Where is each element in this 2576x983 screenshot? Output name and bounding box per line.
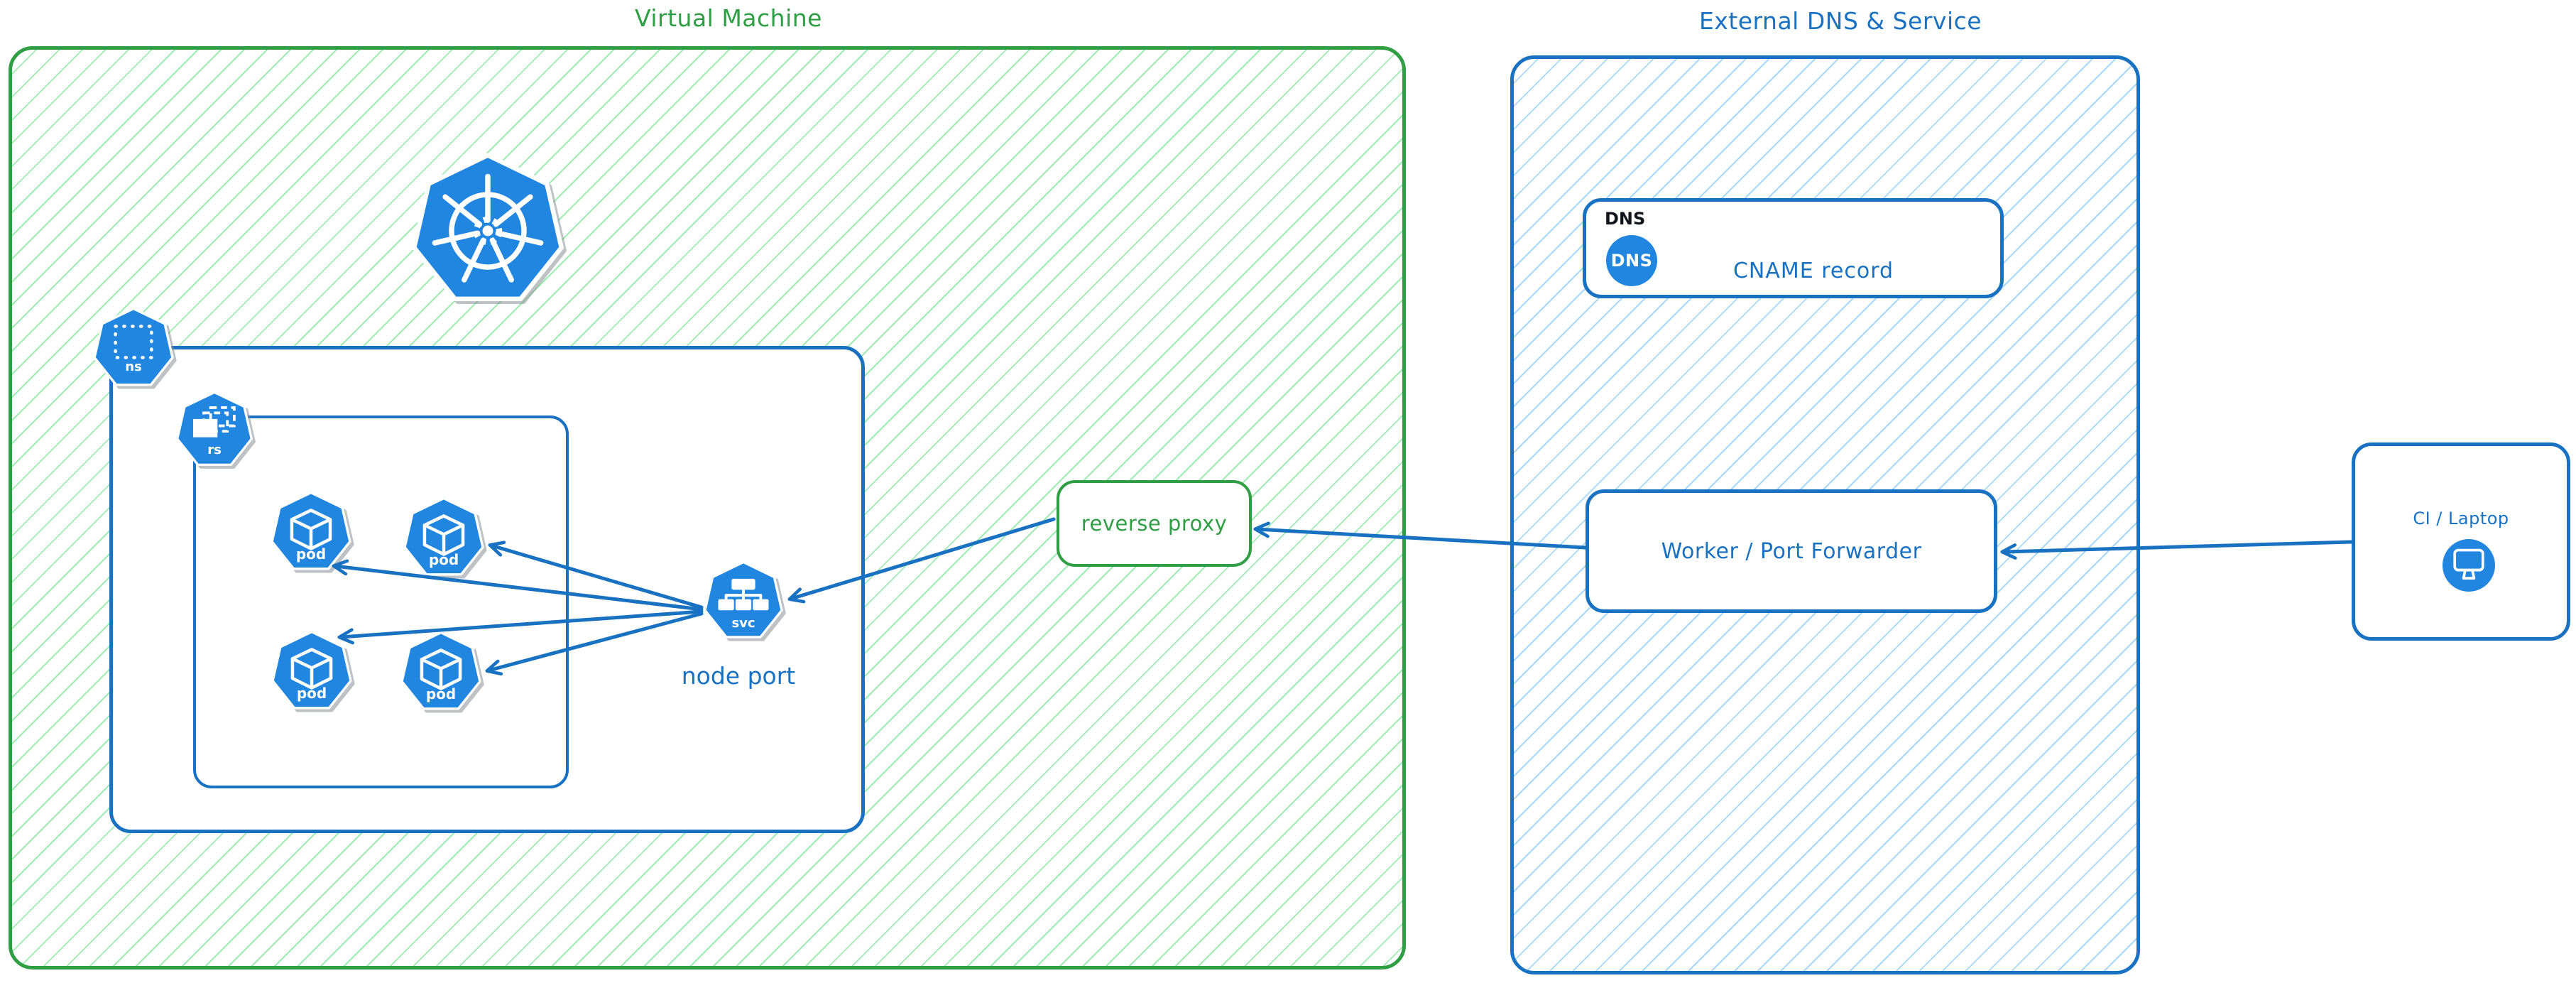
pod-icon: pod — [267, 489, 355, 577]
worker-label: Worker / Port Forwarder — [1661, 538, 1922, 564]
pod-icon-label: pod — [295, 545, 327, 563]
dns-badge-label: DNS — [1610, 251, 1653, 271]
pod-icon-label: pod — [425, 685, 457, 702]
namespace-icon: ns — [89, 305, 178, 393]
ci-laptop-box: CI / Laptop — [2352, 442, 2570, 641]
arrow-service-to-pod-3 — [337, 609, 704, 645]
dns-badge-icon: DNS — [1606, 235, 1657, 286]
cname-record-label: CNAME record — [1732, 259, 1894, 283]
arrow-reverse-proxy-to-service — [787, 517, 1056, 604]
replicaset-icon-label: rs — [207, 442, 222, 457]
arrow-service-to-pod-1 — [332, 559, 704, 612]
virtual-machine-title: Virtual Machine — [635, 4, 822, 32]
external-dns-title: External DNS & Service — [1698, 7, 1982, 35]
pod-icon: pod — [397, 629, 485, 717]
namespace-icon-label: ns — [125, 359, 142, 374]
pod-icon-label: pod — [428, 551, 459, 568]
node-port-label: node port — [681, 662, 796, 690]
arrow-ci-to-worker — [2000, 540, 2354, 560]
dns-card: DNS DNS CNAME record — [1583, 198, 2004, 298]
arrow-service-to-pod-4 — [485, 612, 704, 676]
pod-icon: pod — [400, 494, 488, 582]
laptop-icon — [2443, 539, 2495, 592]
replicaset-box — [193, 416, 569, 788]
kubernetes-icon — [405, 148, 571, 314]
pod-icon-label: pod — [296, 685, 327, 702]
reverse-proxy-box: reverse proxy — [1057, 480, 1252, 567]
service-icon-label: svc — [731, 616, 755, 631]
worker-box: Worker / Port Forwarder — [1586, 489, 1997, 613]
replicaset-icon: rs — [173, 389, 256, 472]
ci-laptop-label: CI / Laptop — [2413, 509, 2509, 528]
dns-card-tag: DNS — [1605, 209, 1646, 229]
pod-icon: pod — [268, 628, 356, 716]
arrow-service-to-pod-2 — [488, 541, 704, 609]
reverse-proxy-label: reverse proxy — [1081, 511, 1228, 536]
service-icon: svc — [700, 558, 787, 645]
arrow-worker-to-reverse-proxy — [1253, 521, 1588, 550]
